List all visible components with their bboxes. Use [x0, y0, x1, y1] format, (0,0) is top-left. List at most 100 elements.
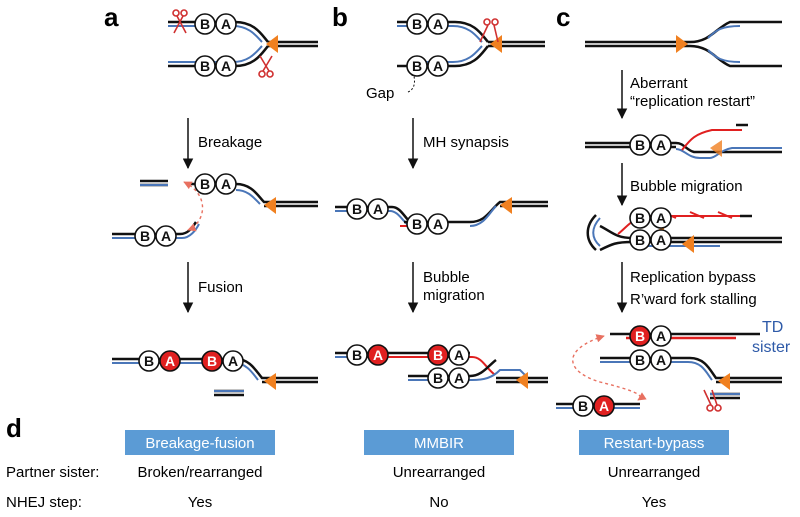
marker-b: B [629, 229, 651, 251]
step-label: Bubble migration [630, 178, 743, 195]
svg-text:A: A [228, 353, 238, 369]
svg-text:B: B [635, 137, 645, 153]
svg-text:A: A [454, 347, 464, 363]
panel-b-top-fork [397, 18, 545, 93]
marker-b: B [629, 325, 651, 347]
marker-a: A [650, 325, 672, 347]
mechanism-box [579, 430, 729, 455]
svg-text:A: A [161, 228, 171, 244]
svg-text:A: A [656, 328, 666, 344]
mechanism-label: Restart-bypass [604, 435, 705, 452]
step-label: Fusion [198, 279, 243, 296]
marker-a: A [427, 213, 449, 235]
svg-text:A: A [656, 210, 666, 226]
svg-text:B: B [140, 228, 150, 244]
marker-b: B [134, 225, 156, 247]
step-label: Replication bypass [630, 269, 756, 286]
marker-b: B [427, 344, 449, 366]
svg-text:A: A [454, 370, 464, 386]
scissors-icon [258, 55, 274, 78]
panel-letter-d: d [6, 413, 22, 443]
svg-text:B: B [635, 210, 645, 226]
step-label: Bubble [423, 269, 470, 286]
svg-text:B: B [412, 16, 422, 32]
svg-text:B: B [578, 398, 588, 414]
marker-a: A [650, 229, 672, 251]
marker-a: A [215, 55, 237, 77]
panel-c-bubble [586, 211, 782, 253]
svg-text:A: A [656, 352, 666, 368]
marker-a: A [650, 349, 672, 371]
marker-a: A [593, 395, 615, 417]
table-cell: Yes [642, 494, 666, 511]
marker-a: A [448, 367, 470, 389]
scissors-icon [703, 389, 722, 412]
svg-text:A: A [433, 58, 443, 74]
panel-c-top-fork [585, 20, 782, 68]
mechanism-box [125, 430, 275, 455]
marker-b: B [201, 350, 223, 372]
svg-text:A: A [373, 347, 383, 363]
marker-a: A [155, 225, 177, 247]
marker-a: A [222, 350, 244, 372]
step-label: MH synapsis [423, 134, 509, 151]
svg-text:B: B [433, 347, 443, 363]
scissors-icon [172, 9, 188, 34]
marker-a: A [367, 198, 389, 220]
svg-text:B: B [412, 58, 422, 74]
step-label: “replication restart” [630, 93, 755, 110]
svg-text:A: A [433, 16, 443, 32]
mechanism-box [364, 430, 514, 455]
marker-a: A [650, 134, 672, 156]
marker-b: B [194, 13, 216, 35]
svg-text:A: A [221, 16, 231, 32]
svg-text:B: B [635, 232, 645, 248]
step-label: Breakage [198, 134, 262, 151]
svg-text:B: B [352, 347, 362, 363]
svg-text:A: A [599, 398, 609, 414]
row-label: NHEJ step: [6, 494, 82, 511]
mechanism-label: Breakage-fusion [145, 435, 254, 452]
marker-a: A [427, 13, 449, 35]
svg-text:B: B [207, 353, 217, 369]
svg-text:B: B [412, 216, 422, 232]
marker-b: B [346, 198, 368, 220]
marker-a: A [367, 344, 389, 366]
table-cell: No [429, 494, 448, 511]
panel-letter-c: c [556, 2, 570, 32]
svg-text:A: A [221, 176, 231, 192]
svg-text:A: A [221, 58, 231, 74]
panel-a-top-fork [168, 9, 318, 78]
svg-text:B: B [200, 16, 210, 32]
panel-letter-b: b [332, 2, 348, 32]
marker-b: B [629, 207, 651, 229]
step-label: R’ward fork stalling [630, 291, 757, 308]
marker-b: B [629, 134, 651, 156]
sister-label: sister [752, 339, 791, 356]
marker-b: B [427, 367, 449, 389]
scissors-icon [479, 18, 499, 43]
svg-text:B: B [433, 370, 443, 386]
svg-text:B: B [144, 353, 154, 369]
svg-text:A: A [165, 353, 175, 369]
panel-c-restart [585, 123, 782, 159]
svg-text:B: B [200, 58, 210, 74]
marker-b: B [406, 213, 428, 235]
marker-b: B [406, 13, 428, 35]
marker-a: A [427, 55, 449, 77]
marker-b: B [194, 55, 216, 77]
marker-b: B [138, 350, 160, 372]
marker-b: B [572, 395, 594, 417]
marker-b: B [406, 55, 428, 77]
svg-text:A: A [656, 232, 666, 248]
marker-b: B [346, 344, 368, 366]
marker-a: A [448, 344, 470, 366]
row-label: Partner sister: [6, 464, 99, 481]
table-cell: Broken/rearranged [137, 464, 262, 481]
svg-text:B: B [635, 328, 645, 344]
svg-text:A: A [656, 137, 666, 153]
marker-a: A [215, 13, 237, 35]
marker-b: B [629, 349, 651, 371]
